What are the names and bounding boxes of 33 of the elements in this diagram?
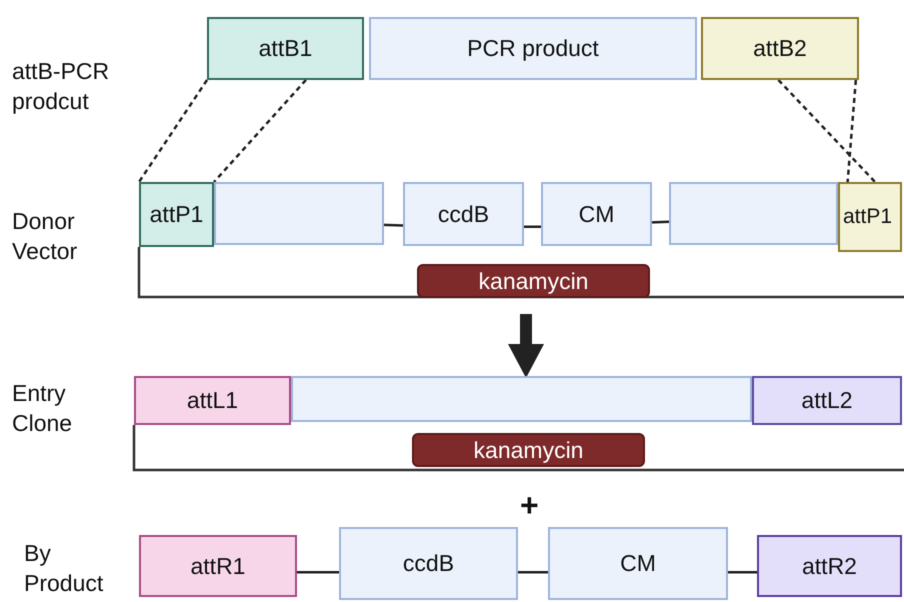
- resistance-marker: kanamycin: [412, 433, 645, 467]
- connector-line: [652, 220, 670, 224]
- connector-line: [728, 570, 757, 574]
- sequence-block: attP1: [838, 182, 902, 252]
- sequence-block: attL2: [752, 376, 902, 425]
- sequence-block: attL1: [134, 376, 291, 425]
- sequence-block: attR2: [757, 535, 902, 597]
- dashed-line: [846, 80, 858, 182]
- connector-line: [297, 570, 339, 574]
- sequence-block: CM: [541, 182, 652, 246]
- vector-segment: [214, 182, 384, 245]
- sequence-block: ccdB: [403, 182, 524, 246]
- resistance-marker: kanamycin: [417, 264, 650, 298]
- vector-segment: [291, 376, 752, 422]
- sequence-block: attP1: [139, 182, 214, 247]
- row-label: Donor Vector: [12, 207, 78, 266]
- sequence-block: PCR product: [369, 17, 697, 80]
- row-label: attB-PCR prodcut: [12, 57, 110, 116]
- row-label: By Product: [24, 539, 104, 598]
- dashed-line: [778, 79, 876, 183]
- row-label: Entry Clone: [12, 379, 74, 438]
- sequence-block: attB1: [207, 17, 364, 80]
- sequence-block: attR1: [139, 535, 297, 597]
- connector-line: [384, 224, 404, 227]
- dashed-line: [213, 79, 307, 183]
- sequence-block: ccdB: [339, 527, 518, 600]
- sequence-block: CM: [548, 527, 728, 600]
- vector-segment: [669, 182, 838, 245]
- connector-line: [524, 226, 541, 228]
- dashed-line: [138, 79, 208, 183]
- sequence-block: attB2: [701, 17, 859, 80]
- connector-line: [518, 571, 548, 574]
- plus-sign: +: [520, 490, 540, 520]
